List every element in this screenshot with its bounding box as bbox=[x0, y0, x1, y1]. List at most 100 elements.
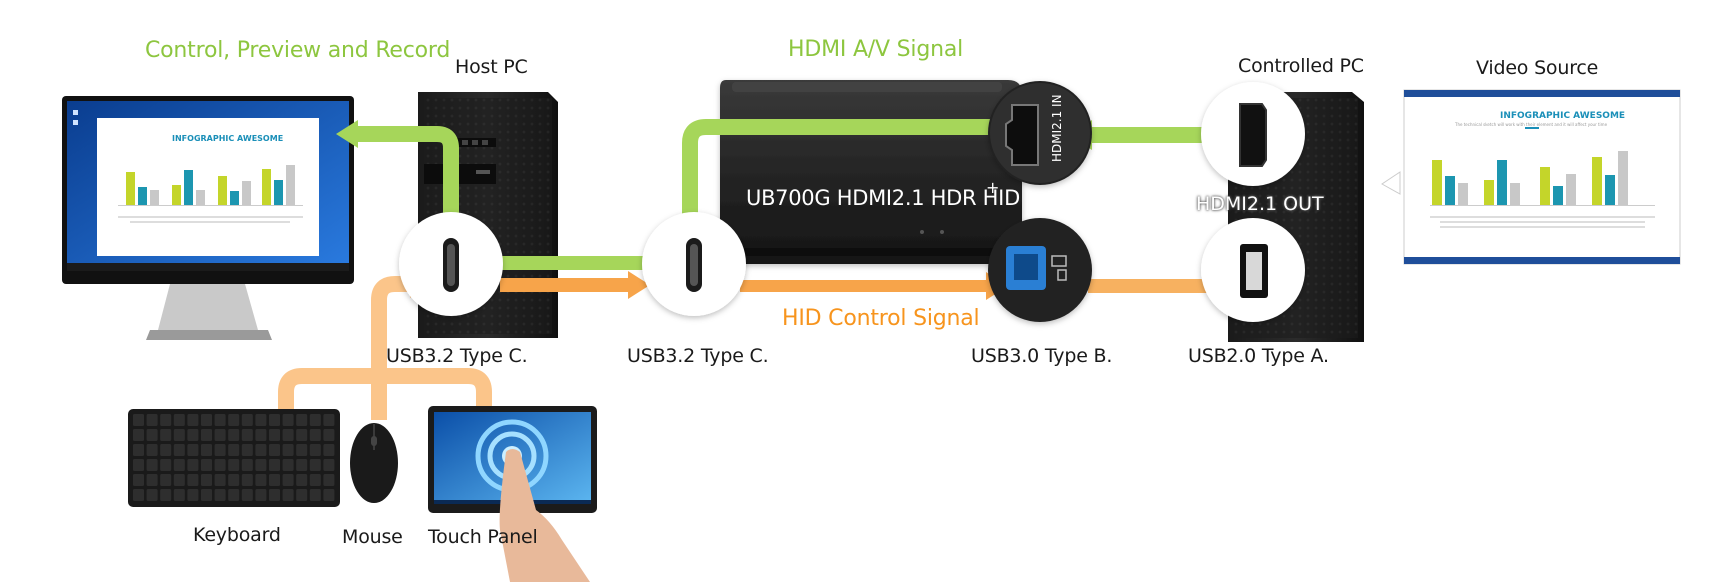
keyboard-key bbox=[146, 414, 158, 426]
video-source-slide-subtitle: The technical sketch will work with thei… bbox=[1455, 122, 1608, 127]
keyboard-label: Keyboard bbox=[193, 524, 281, 546]
keyboard-key bbox=[133, 444, 144, 456]
keyboard-key bbox=[255, 414, 267, 426]
keyboard-key bbox=[133, 429, 144, 441]
keyboard-key bbox=[296, 459, 308, 471]
keyboard-key bbox=[228, 489, 240, 501]
keyboard-key bbox=[173, 429, 185, 441]
keyboard-key bbox=[309, 429, 321, 441]
device-name: UB700G HDMI2.1 HDR HID bbox=[746, 186, 1020, 210]
keyboard-key bbox=[133, 489, 144, 501]
keyboard-key bbox=[282, 414, 294, 426]
device-usb-b-label: USB3.0 Type B. bbox=[971, 345, 1113, 367]
keyboard-key bbox=[323, 489, 335, 501]
keyboard-key bbox=[201, 474, 212, 486]
keyboard-key bbox=[187, 429, 199, 441]
keyboard-key bbox=[201, 489, 212, 501]
keyboard-key bbox=[201, 429, 212, 441]
keyboard-key bbox=[309, 459, 321, 471]
device-plus: + bbox=[986, 178, 1000, 197]
keyboard-key bbox=[146, 474, 158, 486]
keyboard-key bbox=[173, 459, 185, 471]
controlled-usb-a-port bbox=[1201, 218, 1305, 322]
monitor-mini-chart bbox=[118, 165, 303, 223]
capture-device bbox=[720, 80, 1022, 264]
hdmi-out-label: HDMI2.1 OUT bbox=[1196, 193, 1324, 215]
keyboard-key bbox=[309, 474, 321, 486]
video-source-slide-title: INFOGRAPHIC AWESOME bbox=[1500, 111, 1626, 121]
keyboard-key bbox=[160, 414, 172, 426]
device-usb-b-port bbox=[988, 218, 1092, 322]
keyboard-key bbox=[282, 459, 294, 471]
keyboard-key bbox=[146, 489, 158, 501]
keyboard-key bbox=[255, 429, 267, 441]
host-pc-label: Host PC bbox=[455, 56, 528, 78]
keyboard-key bbox=[241, 429, 253, 441]
touch-panel bbox=[428, 406, 597, 582]
keyboard-key bbox=[309, 444, 321, 456]
device-usb-c-label: USB3.2 Type C. bbox=[627, 345, 769, 367]
keyboard-key bbox=[173, 489, 185, 501]
host-usb-c-port bbox=[399, 212, 503, 316]
keyboard-key bbox=[146, 429, 158, 441]
keyboard-key bbox=[323, 444, 335, 456]
keyboard-key bbox=[296, 414, 308, 426]
keyboard-key bbox=[255, 444, 267, 456]
keyboard-key bbox=[241, 474, 253, 486]
title-hdmi-av-signal: HDMI A/V Signal bbox=[788, 37, 964, 62]
keyboard-key bbox=[133, 474, 144, 486]
keyboard-key bbox=[214, 414, 226, 426]
keyboard-key bbox=[241, 489, 253, 501]
keyboard-key bbox=[160, 459, 172, 471]
controlled-hdmi-out-port bbox=[1201, 82, 1305, 186]
mouse bbox=[350, 423, 398, 503]
controlled-pc-label: Controlled PC bbox=[1238, 55, 1364, 77]
keyboard-key bbox=[282, 429, 294, 441]
keyboard-key bbox=[309, 489, 321, 501]
keyboard-key bbox=[241, 414, 253, 426]
keyboard-key bbox=[173, 474, 185, 486]
keyboard-key bbox=[269, 414, 280, 426]
keyboard-key bbox=[282, 474, 294, 486]
hid-control-signal-label: HID Control Signal bbox=[782, 306, 980, 331]
monitor-slide-title: INFOGRAPHIC AWESOME bbox=[172, 134, 284, 143]
keyboard-key bbox=[173, 444, 185, 456]
keyboard-key bbox=[282, 444, 294, 456]
keyboard-key bbox=[228, 444, 240, 456]
device-usb-c-port bbox=[642, 212, 746, 316]
keyboard-key bbox=[228, 474, 240, 486]
keyboard-key bbox=[228, 414, 240, 426]
keyboard bbox=[128, 409, 340, 507]
keyboard-key bbox=[214, 459, 226, 471]
hdmi-signal-path bbox=[336, 119, 1215, 277]
device-hdmi-in-port bbox=[988, 81, 1092, 185]
keyboard-key bbox=[201, 459, 212, 471]
keyboard-key bbox=[323, 474, 335, 486]
keyboard-key bbox=[241, 459, 253, 471]
keyboard-key bbox=[323, 429, 335, 441]
keyboard-key bbox=[214, 444, 226, 456]
keyboard-key bbox=[323, 459, 335, 471]
controlled-usb-a-label: USB2.0 Type A. bbox=[1188, 345, 1329, 367]
keyboard-key bbox=[296, 474, 308, 486]
keyboard-key bbox=[160, 489, 172, 501]
keyboard-key bbox=[255, 459, 267, 471]
keyboard-key bbox=[255, 474, 267, 486]
mouse-label: Mouse bbox=[342, 526, 403, 548]
keyboard-key bbox=[269, 459, 280, 471]
keyboard-key bbox=[201, 414, 212, 426]
keyboard-key bbox=[269, 489, 280, 501]
keyboard-key bbox=[173, 414, 185, 426]
keyboard-key bbox=[269, 429, 280, 441]
keyboard-key bbox=[187, 444, 199, 456]
keyboard-key bbox=[187, 414, 199, 426]
keyboard-key bbox=[241, 444, 253, 456]
keyboard-key bbox=[146, 444, 158, 456]
video-source-slide bbox=[1381, 89, 1681, 265]
keyboard-key bbox=[187, 459, 199, 471]
keyboard-key bbox=[214, 429, 226, 441]
keyboard-key bbox=[160, 429, 172, 441]
keyboard-key bbox=[214, 489, 226, 501]
